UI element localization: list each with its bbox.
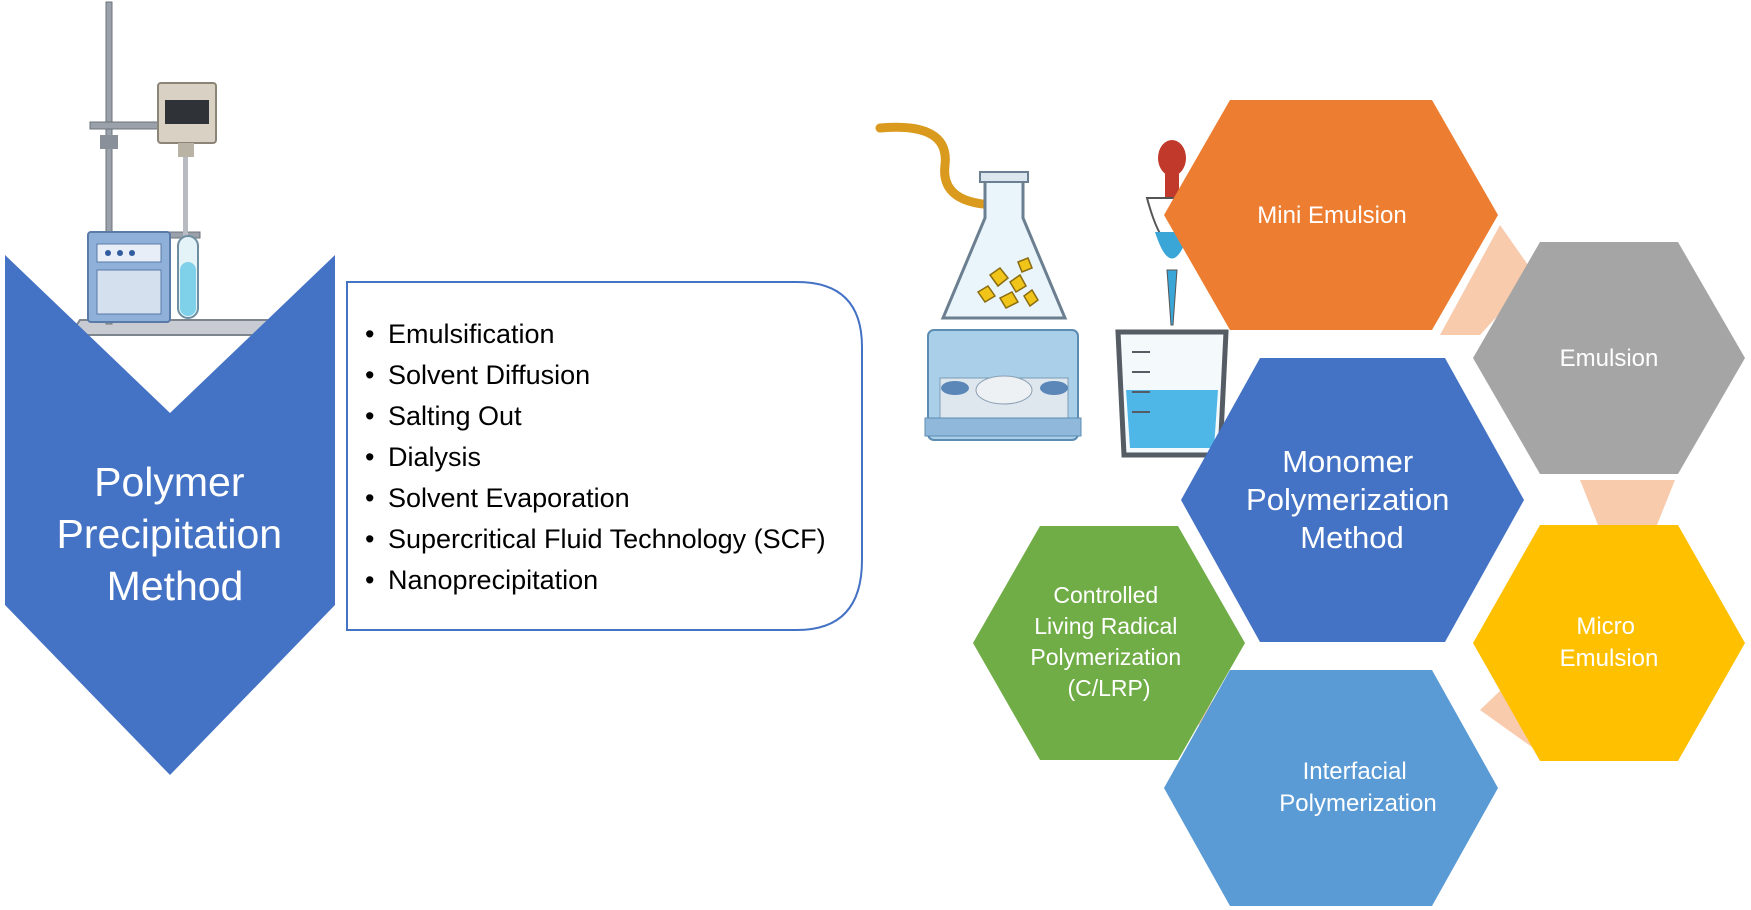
clrp-label-line: Controlled: [1053, 582, 1158, 608]
list-bullet: •: [365, 360, 374, 390]
hexagon-label-interfacial: Interfacial Polymerization: [1279, 758, 1436, 817]
center-label-line: Monomer: [1282, 444, 1413, 479]
list-item: • Dialysis: [365, 442, 481, 472]
flask-on-stirrer-icon: [875, 122, 1082, 441]
hexagon-label-emulsion: Emulsion: [1560, 345, 1659, 372]
methods-list-box: [346, 281, 863, 631]
list-item: • Solvent Evaporation: [365, 483, 630, 513]
hexagon-mini-emulsion: [1164, 100, 1498, 330]
method-supercritical-fluid-technology: Supercritical Fluid Technology (SCF): [388, 524, 826, 554]
micro-emulsion-label-line: Micro: [1576, 613, 1635, 640]
list-bullet: •: [365, 483, 374, 513]
hexagon-label-clrp: Controlled Living Radical Polymerization…: [1030, 582, 1187, 701]
method-nanoprecipitation: Nanoprecipitation: [388, 565, 598, 595]
hexagon-interfacial-polymerization: [1164, 670, 1498, 906]
interfacial-label-line: Interfacial: [1303, 758, 1407, 785]
methods-list: • Emulsification • Solvent Diffusion • S…: [365, 319, 826, 595]
list-bullet: •: [365, 401, 374, 431]
list-item: • Nanoprecipitation: [365, 565, 598, 595]
method-emulsification: Emulsification: [388, 319, 555, 349]
list-item: • Solvent Diffusion: [365, 360, 590, 390]
polymer-precipitation-chevron: [5, 255, 335, 775]
list-item: • Salting Out: [365, 401, 522, 431]
method-salting-out: Salting Out: [388, 401, 522, 431]
chevron-title-line: Method: [107, 563, 244, 609]
center-label-line: Polymerization: [1246, 482, 1449, 517]
hexagon-controlled-living-radical-polymerization: [973, 526, 1245, 760]
method-solvent-diffusion: Solvent Diffusion: [388, 360, 590, 390]
interfacial-label-line: Polymerization: [1279, 790, 1436, 817]
lab-stirrer-apparatus-icon: [68, 1, 287, 336]
micro-emulsion-label-line: Emulsion: [1560, 645, 1659, 672]
hexagon-emulsion: [1473, 242, 1745, 474]
center-label-line: Method: [1300, 520, 1403, 555]
hexagon-label-mini-emulsion: Mini Emulsion: [1257, 202, 1406, 229]
list-bullet: •: [365, 319, 374, 349]
method-dialysis: Dialysis: [388, 442, 481, 472]
chevron-title-line: Polymer: [94, 459, 244, 505]
method-solvent-evaporation: Solvent Evaporation: [388, 483, 630, 513]
list-item: • Emulsification: [365, 319, 555, 349]
list-bullet: •: [365, 524, 374, 554]
hexagon-monomer-polymerization-center: [1181, 358, 1524, 642]
polymer-precipitation-title: Polymer Precipitation Method: [56, 459, 293, 609]
list-bullet: •: [365, 442, 374, 472]
clrp-label-line: Polymerization: [1030, 644, 1181, 670]
clrp-label-line: (C/LRP): [1067, 675, 1150, 701]
dropper-beaker-icon: [1115, 140, 1229, 458]
clrp-label-line: Living Radical: [1034, 613, 1177, 639]
hexagon-micro-emulsion: [1473, 525, 1745, 761]
list-bullet: •: [365, 565, 374, 595]
hexagon-label-monomer-polymerization: Monomer Polymerization Method: [1246, 444, 1458, 555]
chevron-title-line: Precipitation: [56, 511, 282, 557]
list-item: • Supercritical Fluid Technology (SCF): [365, 524, 826, 554]
hexagon-label-micro-emulsion: Micro Emulsion: [1560, 613, 1659, 672]
